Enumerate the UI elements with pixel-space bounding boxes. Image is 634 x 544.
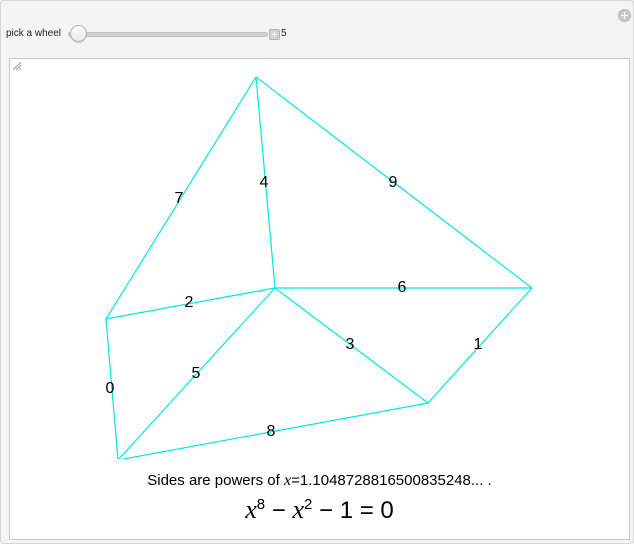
resize-grip-icon[interactable] bbox=[10, 59, 22, 71]
graph-edge-5 bbox=[118, 287, 276, 459]
edge-label-0: 0 bbox=[106, 380, 115, 397]
edge-label-4: 4 bbox=[260, 174, 269, 191]
equation-x-term-2: x bbox=[292, 495, 305, 524]
edge-label-2: 2 bbox=[185, 294, 194, 311]
wheel-graph: 0 1 2 3 4 5 6 7 8 9 bbox=[105, 76, 533, 459]
edge-label-1: 1 bbox=[474, 336, 483, 353]
caption-prefix: Sides are powers of bbox=[147, 472, 284, 489]
sides-caption: Sides are powers of x=1.1048728816500835… bbox=[10, 472, 629, 490]
graph-edge-4 bbox=[255, 76, 276, 289]
graph-edge-0 bbox=[105, 318, 119, 459]
equation-exponent-1: 8 bbox=[256, 496, 266, 513]
graph-edge-8 bbox=[120, 402, 429, 459]
edge-label-5: 5 bbox=[192, 365, 201, 382]
equation-operator-1: − bbox=[265, 497, 293, 524]
caption-value: =1.1048728816500835248... . bbox=[291, 472, 492, 489]
wheel-control-label: pick a wheel bbox=[6, 28, 62, 39]
wheel-slider-value: 5 bbox=[281, 28, 287, 39]
edge-label-9: 9 bbox=[389, 174, 398, 191]
edge-label-8: 8 bbox=[267, 423, 276, 440]
caption-variable: x bbox=[284, 472, 292, 489]
wheel-slider-thumb[interactable] bbox=[70, 25, 87, 42]
equation-x-term-1: x bbox=[245, 495, 257, 524]
graph-edge-1 bbox=[427, 287, 533, 404]
graph-edge-2 bbox=[105, 287, 276, 320]
graph-edge-7 bbox=[105, 76, 257, 320]
graph-edge-9 bbox=[255, 76, 533, 289]
graph-edge-3 bbox=[274, 287, 429, 404]
polynomial-equation: x8 − x2 − 1 = 0 bbox=[10, 495, 629, 525]
equation-exponent-2: 2 bbox=[304, 496, 313, 513]
edge-label-3: 3 bbox=[346, 336, 355, 353]
equation-rest: − 1 = 0 bbox=[312, 497, 394, 524]
wheel-slider-track[interactable] bbox=[68, 32, 268, 37]
edge-label-6: 6 bbox=[398, 279, 407, 296]
edge-label-7: 7 bbox=[175, 190, 184, 207]
slider-expand-plus-icon[interactable] bbox=[269, 29, 280, 40]
options-plus-icon[interactable] bbox=[618, 9, 631, 22]
